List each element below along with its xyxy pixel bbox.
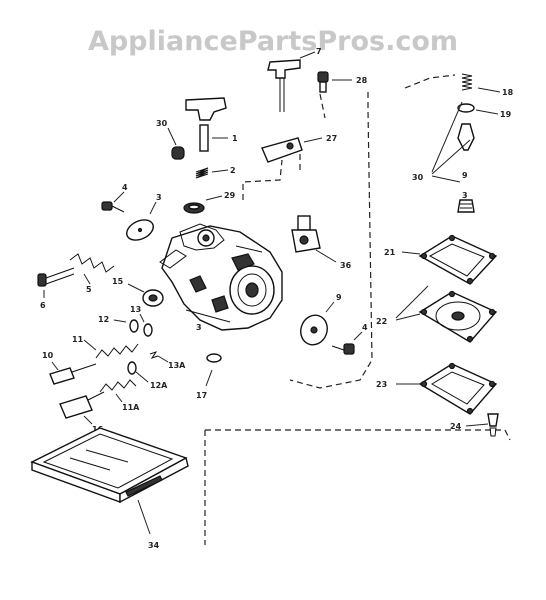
part-1-choke-bracket: 1: [185, 97, 238, 152]
label-11a: 11A: [122, 403, 140, 412]
part-13a-clip: 13A: [149, 351, 186, 370]
label-17: 17: [196, 391, 207, 400]
part-9-choke-plate: 9: [300, 293, 342, 346]
assembly-guide-lines: [204, 74, 511, 545]
label-12: 12: [98, 315, 109, 324]
label-21: 21: [384, 248, 396, 257]
part-18-spring: 18: [461, 73, 514, 97]
label-11: 11: [72, 335, 84, 344]
part-21-gasket: 21: [384, 234, 498, 285]
label-30-left: 30: [156, 119, 168, 128]
label-22: 22: [376, 317, 387, 326]
label-9-right: 9: [462, 171, 468, 180]
part-16-needle-screw: 16: [59, 391, 105, 434]
part-24-screw: 24: [450, 413, 499, 437]
part-27-throttle-arm: 27: [261, 134, 337, 163]
label-18: 18: [502, 88, 514, 97]
part-carburetor-body: 3: [159, 223, 283, 332]
part-12a-oring: 12A: [127, 361, 168, 390]
part-needle-valve: 9 3: [457, 123, 475, 213]
part-11-needle-spring: 11: [72, 335, 139, 359]
part-7-throttle-shaft: 7: [267, 47, 322, 112]
label-10: 10: [42, 351, 54, 360]
watermark-text: AppliancePartsPros.com: [88, 26, 458, 57]
label-1: 1: [232, 134, 238, 143]
part-15-cup: 15: [112, 277, 164, 307]
part-30-leader-lines: 30: [412, 101, 471, 183]
label-19: 19: [500, 110, 512, 119]
part-3-throttle-plate-left: 3: [126, 193, 162, 241]
part-2-spring: 2: [195, 166, 236, 179]
part-17-plug: 17: [196, 353, 222, 400]
label-2: 2: [230, 166, 236, 175]
label-15: 15: [112, 277, 124, 286]
part-10-needle-screw: 10: [42, 351, 97, 385]
label-28: 28: [356, 76, 368, 85]
label-3-right: 3: [462, 191, 468, 200]
label-9-mid: 9: [336, 293, 342, 302]
part-4-screw-left: 4: [101, 183, 128, 213]
label-24: 24: [450, 422, 462, 431]
label-7: 7: [316, 47, 322, 56]
label-13: 13: [130, 305, 141, 314]
part-4-screw-right: 4: [331, 323, 368, 355]
part-19-washer: 19: [457, 103, 512, 119]
label-3-left: 3: [156, 193, 162, 202]
part-5-spring: 5: [69, 253, 115, 294]
label-27: 27: [326, 134, 337, 143]
label-34: 34: [148, 541, 160, 550]
label-12a: 12A: [150, 381, 168, 390]
part-28-screw: 28: [317, 71, 368, 93]
part-30-plug: 30: [156, 119, 185, 160]
part-12-oring: 12: [98, 315, 139, 333]
label-3-body: 3: [196, 323, 202, 332]
label-6: 6: [40, 301, 46, 310]
label-5: 5: [86, 285, 92, 294]
part-34-air-filter: 34: [30, 427, 189, 550]
label-4-right: 4: [362, 323, 368, 332]
label-23: 23: [376, 380, 387, 389]
label-29: 29: [224, 191, 236, 200]
part-22-diaphragm: 22: [376, 285, 498, 343]
part-29-seal: 29: [183, 191, 236, 214]
label-30-right: 30: [412, 173, 424, 182]
label-13a: 13A: [168, 361, 186, 370]
part-6-screw: 6: [37, 267, 75, 310]
part-13-oring: 13: [130, 305, 153, 337]
label-36: 36: [340, 261, 352, 270]
part-23-cover: 23: [376, 362, 498, 415]
part-36-fitting: 36: [291, 215, 352, 270]
label-4-left: 4: [122, 183, 128, 192]
part-11a-spring: 11A: [99, 379, 140, 412]
